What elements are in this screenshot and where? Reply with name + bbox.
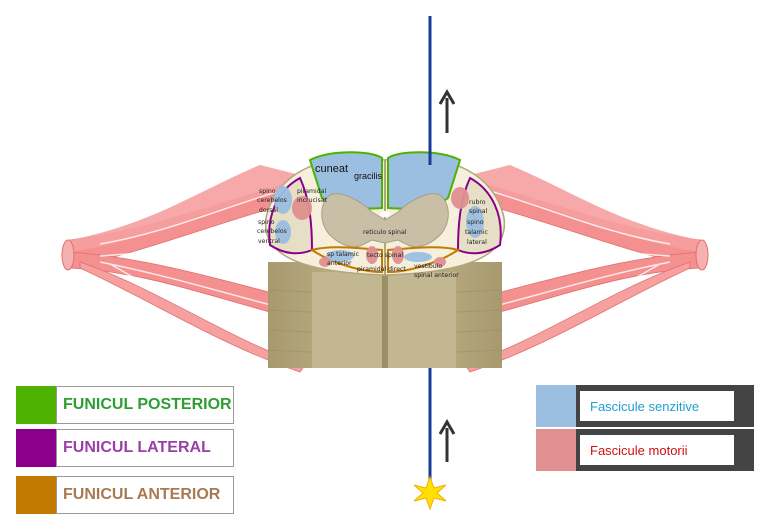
- arrow-up-icon: [438, 419, 456, 462]
- legend-label-lateral: FUNICUL LATERAL: [56, 429, 234, 467]
- legend-label-anterior: FUNICUL ANTERIOR: [56, 476, 234, 514]
- sp-talamic-anterior-label: sp talamic anterior: [327, 251, 361, 267]
- legend-funicul-anterior: FUNICUL ANTERIOR: [16, 475, 234, 515]
- tract-labels: cuneat gracilis spino cerebelos dorsal s…: [257, 163, 490, 279]
- spino-talamic-lateral-label: spino talamic lateral: [465, 219, 490, 246]
- tecto-spinal-label: tecto spinal: [367, 252, 403, 259]
- piramidal-direct-label: piramidal direct: [357, 266, 406, 273]
- cuneat-label: cuneat: [315, 163, 348, 175]
- legend-funicul-lateral: FUNICUL LATERAL: [16, 428, 234, 468]
- gracilis-label: gracilis: [354, 171, 383, 181]
- vestibulo-spinal-anterior-label: vestibulo spinal anterior: [414, 263, 459, 279]
- spino-cerebelos-dorsal-label: spino cerebelos dorsal: [257, 188, 289, 214]
- star-burst-icon: [413, 475, 447, 511]
- legend-swatch-senzitive: [536, 385, 576, 427]
- right-nerve-roots: [464, 165, 709, 373]
- legend-swatch-motorii: [536, 429, 576, 471]
- arrow-up-icon: [438, 89, 456, 133]
- legend-swatch-posterior: [16, 386, 56, 424]
- legend-funicul-posterior: FUNICUL POSTERIOR: [16, 385, 234, 425]
- legend-label-senzitive: Fascicule senzitive: [580, 391, 734, 421]
- rubro-spinal-label: rubro spinal: [469, 199, 488, 215]
- piramidal-incrucisat-label: piramidal incrucisat: [297, 188, 328, 204]
- cord-cross-section: [264, 151, 506, 276]
- reticulo-spinal-label: reticulo spinal: [363, 229, 407, 236]
- legend-fascicule-motorii: Fascicule motorii: [536, 429, 754, 471]
- legend-label-posterior: FUNICUL POSTERIOR: [56, 386, 234, 424]
- spinal-cord-body: [267, 262, 503, 368]
- legend-swatch-anterior: [16, 476, 56, 514]
- legend-label-motorii: Fascicule motorii: [580, 435, 734, 465]
- legend-fascicule-senzitive: Fascicule senzitive: [536, 385, 754, 427]
- spino-cerebelos-ventral-label: spino cerebelos ventral: [257, 219, 289, 245]
- legend-swatch-lateral: [16, 429, 56, 467]
